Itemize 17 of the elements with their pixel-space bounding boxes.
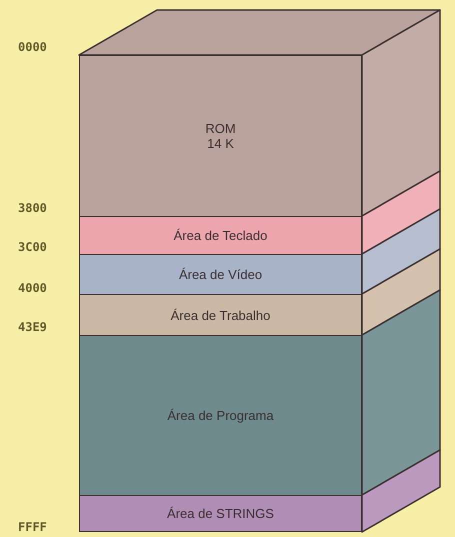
region-label: Área de STRINGS	[167, 506, 274, 521]
memory-region-band	[79, 495, 362, 532]
memory-address: 3C00	[18, 240, 47, 254]
region-label: Área de Programa	[167, 408, 274, 424]
memory-region-band	[79, 335, 362, 496]
region-label: Área de Teclado	[174, 228, 268, 244]
memory-address: FFFF	[18, 520, 47, 534]
region-label: ROM 14 K	[204, 121, 237, 152]
memory-region-band	[79, 254, 362, 296]
memory-region-band	[79, 294, 362, 336]
memory-address: 3800	[18, 201, 47, 215]
memory-region-band	[79, 216, 362, 256]
memory-address: 43E9	[18, 320, 47, 334]
memory-address: 0000	[18, 40, 47, 54]
region-label: Área de Trabalho	[170, 308, 270, 323]
memory-address: 4000	[18, 281, 47, 295]
region-label: Área de Vídeo	[178, 267, 262, 282]
